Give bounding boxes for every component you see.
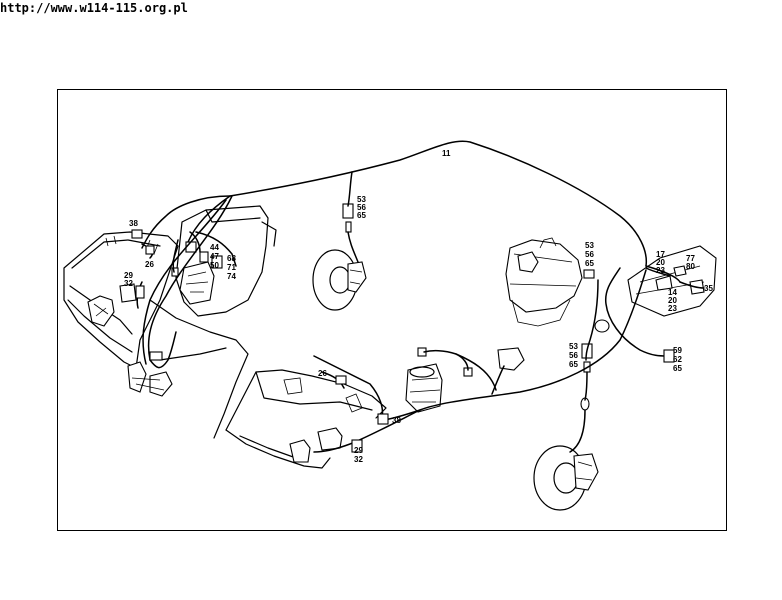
label-rear-box-top-2: 20 [656, 258, 665, 267]
label-console-lower-2: 32 [354, 455, 363, 464]
label-fl-sensor-conn-1: 53 [357, 195, 366, 204]
label-main-harness: 11 [442, 149, 451, 158]
label-rear-box-right: 35 [704, 284, 713, 293]
label-fl-sensor-conn-3: 65 [357, 211, 366, 220]
label-fl-sensor-conn-2: 56 [357, 203, 366, 212]
rear-right-brake-disc [533, 343, 599, 511]
label-rear-box-top: 17 20 23 [656, 250, 665, 275]
label-console-lower: 29 32 [354, 446, 363, 464]
label-rear-right-conn-1: 53 [585, 241, 594, 250]
label-dash-center-3: 50 [210, 261, 219, 270]
label-rear-tail-conn-3: 65 [673, 364, 682, 373]
label-rear-box-bottom: 14 20 23 [668, 288, 677, 313]
label-rear-tail-conn-1: 59 [673, 346, 682, 355]
label-dash-relay-1: 68 [227, 254, 236, 263]
url-header: http://www.w114-115.org.pl [0, 1, 188, 15]
brake-master-cylinder [505, 237, 583, 327]
label-rear-box-top-1: 17 [656, 250, 665, 259]
diagram-frame [57, 89, 727, 531]
label-console-38: 38 [392, 416, 401, 425]
label-rear-right-lower-conn-2: 56 [569, 351, 578, 360]
label-dash-left-lower-2: 32 [124, 279, 133, 288]
front-left-brake-disc [312, 203, 367, 311]
label-rear-right-lower-conn-1: 53 [569, 342, 578, 351]
label-dash-center-2: 47 [210, 252, 219, 261]
label-fl-sensor-conn: 53 56 65 [357, 195, 366, 220]
label-rear-box-mid: 77 80 [686, 254, 695, 271]
label-rear-right-lower-conn: 53 56 65 [569, 342, 578, 369]
label-rear-right-lower-conn-3: 65 [569, 360, 578, 369]
left-switch-assembly [87, 283, 173, 397]
label-rear-box-top-3: 23 [656, 266, 665, 275]
label-dash-relay-3: 74 [227, 272, 236, 281]
label-dash-relay: 68 71 74 [227, 254, 236, 281]
label-rear-tail-conn-2: 62 [673, 355, 682, 364]
label-rear-box-mid-1: 77 [686, 254, 695, 263]
label-console-lower-1: 29 [354, 446, 363, 455]
label-dash-left-lower-1: 29 [124, 271, 133, 280]
label-dash-center: 44 47 50 [210, 243, 219, 270]
label-dash-relay-2: 71 [227, 263, 236, 272]
label-console-26: 26 [318, 369, 327, 378]
label-rear-box-bottom-2: 20 [668, 296, 677, 305]
center-solenoid [405, 347, 525, 413]
label-rear-right-conn-3: 65 [585, 259, 594, 268]
label-dash-center-1: 44 [210, 243, 219, 252]
dashboard-outline [63, 205, 387, 469]
label-dash-left-lower: 29 32 [124, 271, 133, 288]
label-rear-box-bottom-3: 23 [668, 304, 677, 313]
label-dash-left-top: 38 [129, 219, 138, 228]
wiring-harness [131, 140, 705, 453]
label-rear-box-bottom-1: 14 [668, 288, 677, 297]
label-rear-box-mid-2: 80 [686, 262, 695, 271]
label-dash-left-mid: 26 [145, 260, 154, 269]
label-rear-tail-conn: 59 62 65 [673, 346, 682, 373]
label-rear-right-conn: 53 56 65 [585, 241, 594, 268]
label-rear-right-conn-2: 56 [585, 250, 594, 259]
